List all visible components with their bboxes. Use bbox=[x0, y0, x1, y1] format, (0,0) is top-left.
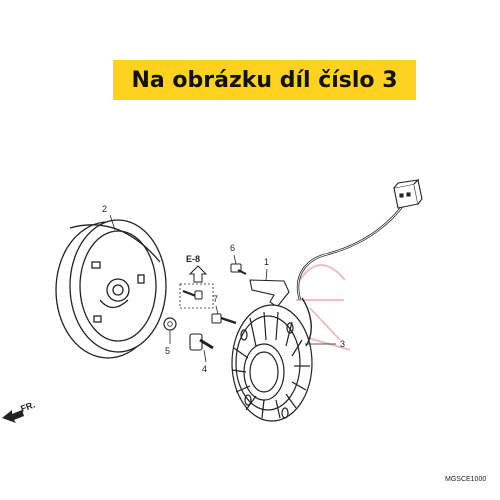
reference-box bbox=[179, 283, 214, 309]
callout-3: 3 bbox=[340, 339, 345, 349]
bolt-part-4 bbox=[189, 333, 214, 351]
diagram-code: MGSCE1000 bbox=[445, 476, 487, 483]
bracket-part-1 bbox=[249, 279, 290, 308]
banner-text: Na obrázku díl číslo 3 bbox=[131, 67, 398, 93]
stator-part-3 bbox=[231, 304, 313, 422]
callout-2: 2 bbox=[102, 204, 107, 214]
bolt-part-6 bbox=[230, 263, 247, 275]
reference-e8: E-8 bbox=[186, 254, 200, 264]
arrow-up-icon bbox=[188, 265, 208, 283]
washer-part-5 bbox=[163, 317, 177, 331]
callout-7: 7 bbox=[213, 294, 218, 304]
wire-harness bbox=[297, 195, 406, 301]
callout-4: 4 bbox=[202, 364, 207, 374]
callout-5: 5 bbox=[165, 346, 170, 356]
bolt-e8-icon bbox=[182, 289, 203, 300]
front-direction-arrow-icon bbox=[2, 410, 24, 423]
title-banner: Na obrázku díl číslo 3 bbox=[113, 60, 416, 100]
flywheel-part-2 bbox=[55, 219, 167, 359]
callout-6: 6 bbox=[230, 243, 235, 253]
front-direction-label: FR. bbox=[19, 400, 36, 414]
callout-1: 1 bbox=[264, 257, 269, 267]
bolt-part-7 bbox=[211, 313, 237, 325]
wire-connector bbox=[393, 178, 423, 209]
